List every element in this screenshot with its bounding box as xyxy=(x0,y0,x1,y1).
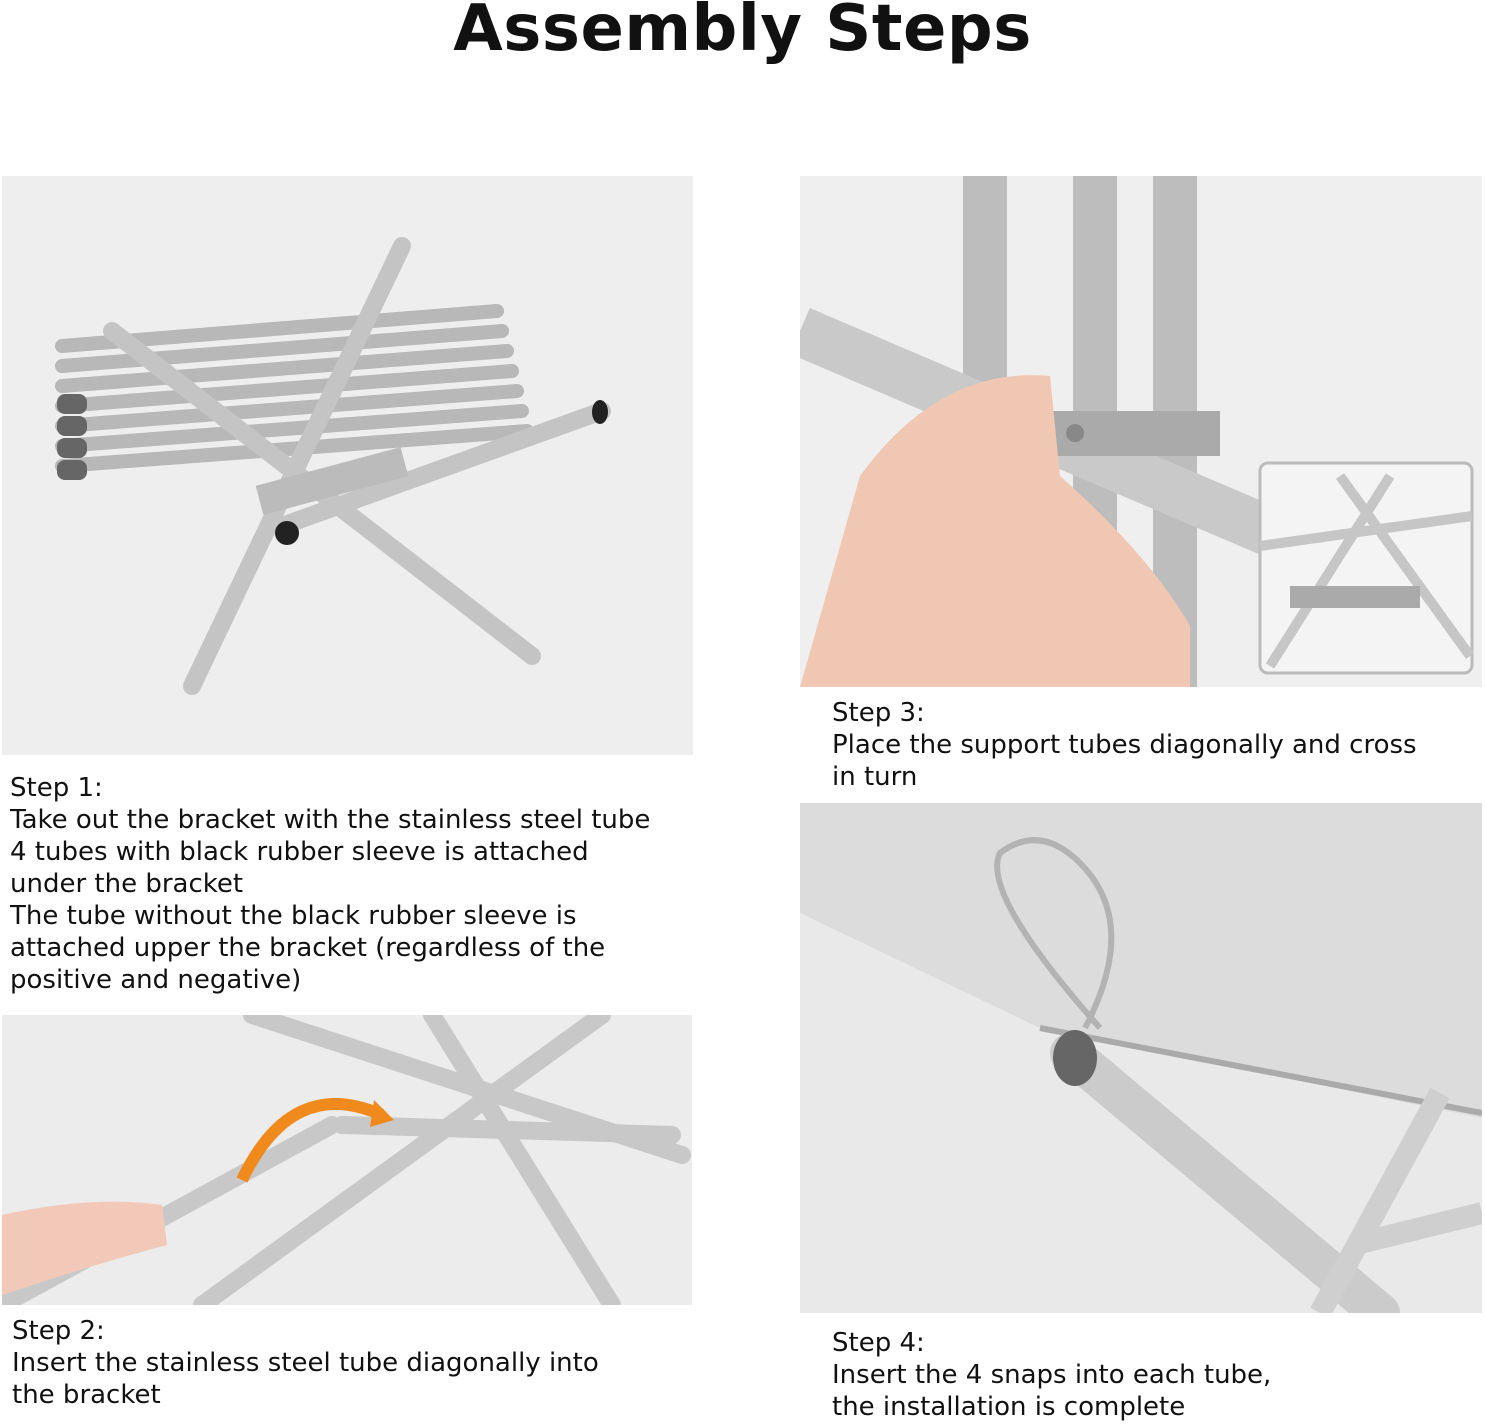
snap-clip-image xyxy=(800,803,1482,1313)
step-3-photo xyxy=(800,176,1482,687)
step-3-line: in turn xyxy=(832,762,918,792)
step-4-line: Insert the 4 snaps into each tube, xyxy=(832,1360,1272,1390)
step-1-photo xyxy=(2,176,693,755)
step-1-line: Take out the bracket with the stainless … xyxy=(10,805,651,835)
step-2-label: Step 2: xyxy=(12,1316,105,1346)
step-2-line: the bracket xyxy=(12,1380,161,1410)
step-2-line: Insert the stainless steel tube diagonal… xyxy=(12,1348,599,1378)
step-1-label: Step 1: xyxy=(10,773,103,803)
step-1-line: positive and negative) xyxy=(10,965,302,995)
step-4-line: the installation is complete xyxy=(832,1392,1186,1422)
step-4-label: Step 4: xyxy=(832,1328,925,1358)
insert-tube-image xyxy=(2,1015,691,1305)
step-2-caption: Step 2: Insert the stainless steel tube … xyxy=(12,1315,599,1411)
step-3-label: Step 3: xyxy=(832,698,925,728)
step-1-line: The tube without the black rubber sleeve… xyxy=(10,901,577,931)
step-3-line: Place the support tubes diagonally and c… xyxy=(832,730,1417,760)
folded-tubes-image xyxy=(55,237,611,695)
step-1-caption: Step 1: Take out the bracket with the st… xyxy=(10,772,650,996)
step-1-line: under the bracket xyxy=(10,869,244,899)
step-1-line: 4 tubes with black rubber sleeve is atta… xyxy=(10,837,589,867)
step-1-line: attached upper the bracket (regardless o… xyxy=(10,933,606,963)
cross-tubes-image xyxy=(800,176,1475,687)
step-2-photo xyxy=(2,1015,692,1305)
step-4-caption: Step 4: Insert the 4 snaps into each tub… xyxy=(832,1327,1271,1423)
step-4-photo xyxy=(800,803,1482,1313)
page-title: Assembly Steps xyxy=(453,0,1032,66)
step-3-caption: Step 3: Place the support tubes diagonal… xyxy=(832,697,1417,793)
